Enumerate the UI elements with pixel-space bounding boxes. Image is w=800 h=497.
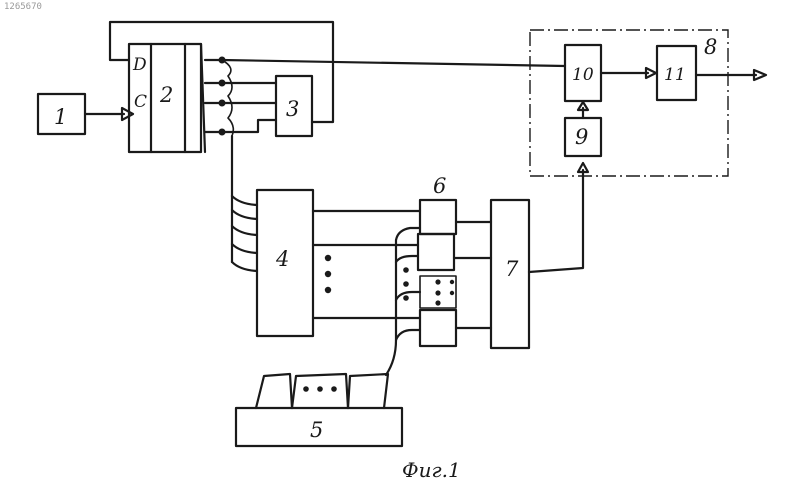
block-9: 9 — [565, 118, 601, 156]
block-1: 1 — [38, 94, 85, 134]
block-2-outputs — [205, 57, 276, 137]
figure-caption: Фиг.1 — [402, 458, 461, 482]
bus-2-to-4 — [232, 136, 257, 271]
block-10: 10 — [565, 45, 601, 101]
block-2-label: 2 — [159, 83, 173, 107]
block-1-label: 1 — [54, 105, 67, 129]
bus-5-to-6 — [386, 228, 420, 375]
block-10-label: 10 — [572, 65, 594, 85]
block-5-label: 5 — [310, 418, 323, 442]
block-11: 11 — [657, 46, 696, 100]
line-7-to-9 — [529, 170, 583, 272]
lines-4-to-6 — [313, 211, 420, 318]
pin-d-label: D — [132, 55, 147, 75]
block-8: 8 — [530, 30, 728, 176]
pin-c-label: C — [134, 92, 147, 112]
block-9-label: 9 — [575, 125, 588, 149]
block-8-label: 8 — [704, 35, 717, 59]
arrow-1-to-2 — [85, 108, 133, 120]
block-7: 7 — [491, 200, 529, 348]
block-3-label: 3 — [286, 97, 299, 121]
block-4-label: 4 — [275, 247, 289, 271]
block-2: D C 2 — [129, 44, 205, 152]
line-2-to-10 — [222, 60, 565, 66]
block-11-label: 11 — [664, 65, 686, 85]
block-4: 4 — [257, 190, 313, 336]
block-7-label: 7 — [505, 257, 519, 281]
block-3: 3 — [276, 76, 312, 136]
block-6-label: 6 — [433, 174, 446, 198]
block-5: 5 — [236, 374, 402, 446]
corner-number: 1265670 — [4, 2, 42, 12]
lines-6-to-7 — [454, 222, 491, 328]
block-6: 6 — [418, 174, 456, 346]
